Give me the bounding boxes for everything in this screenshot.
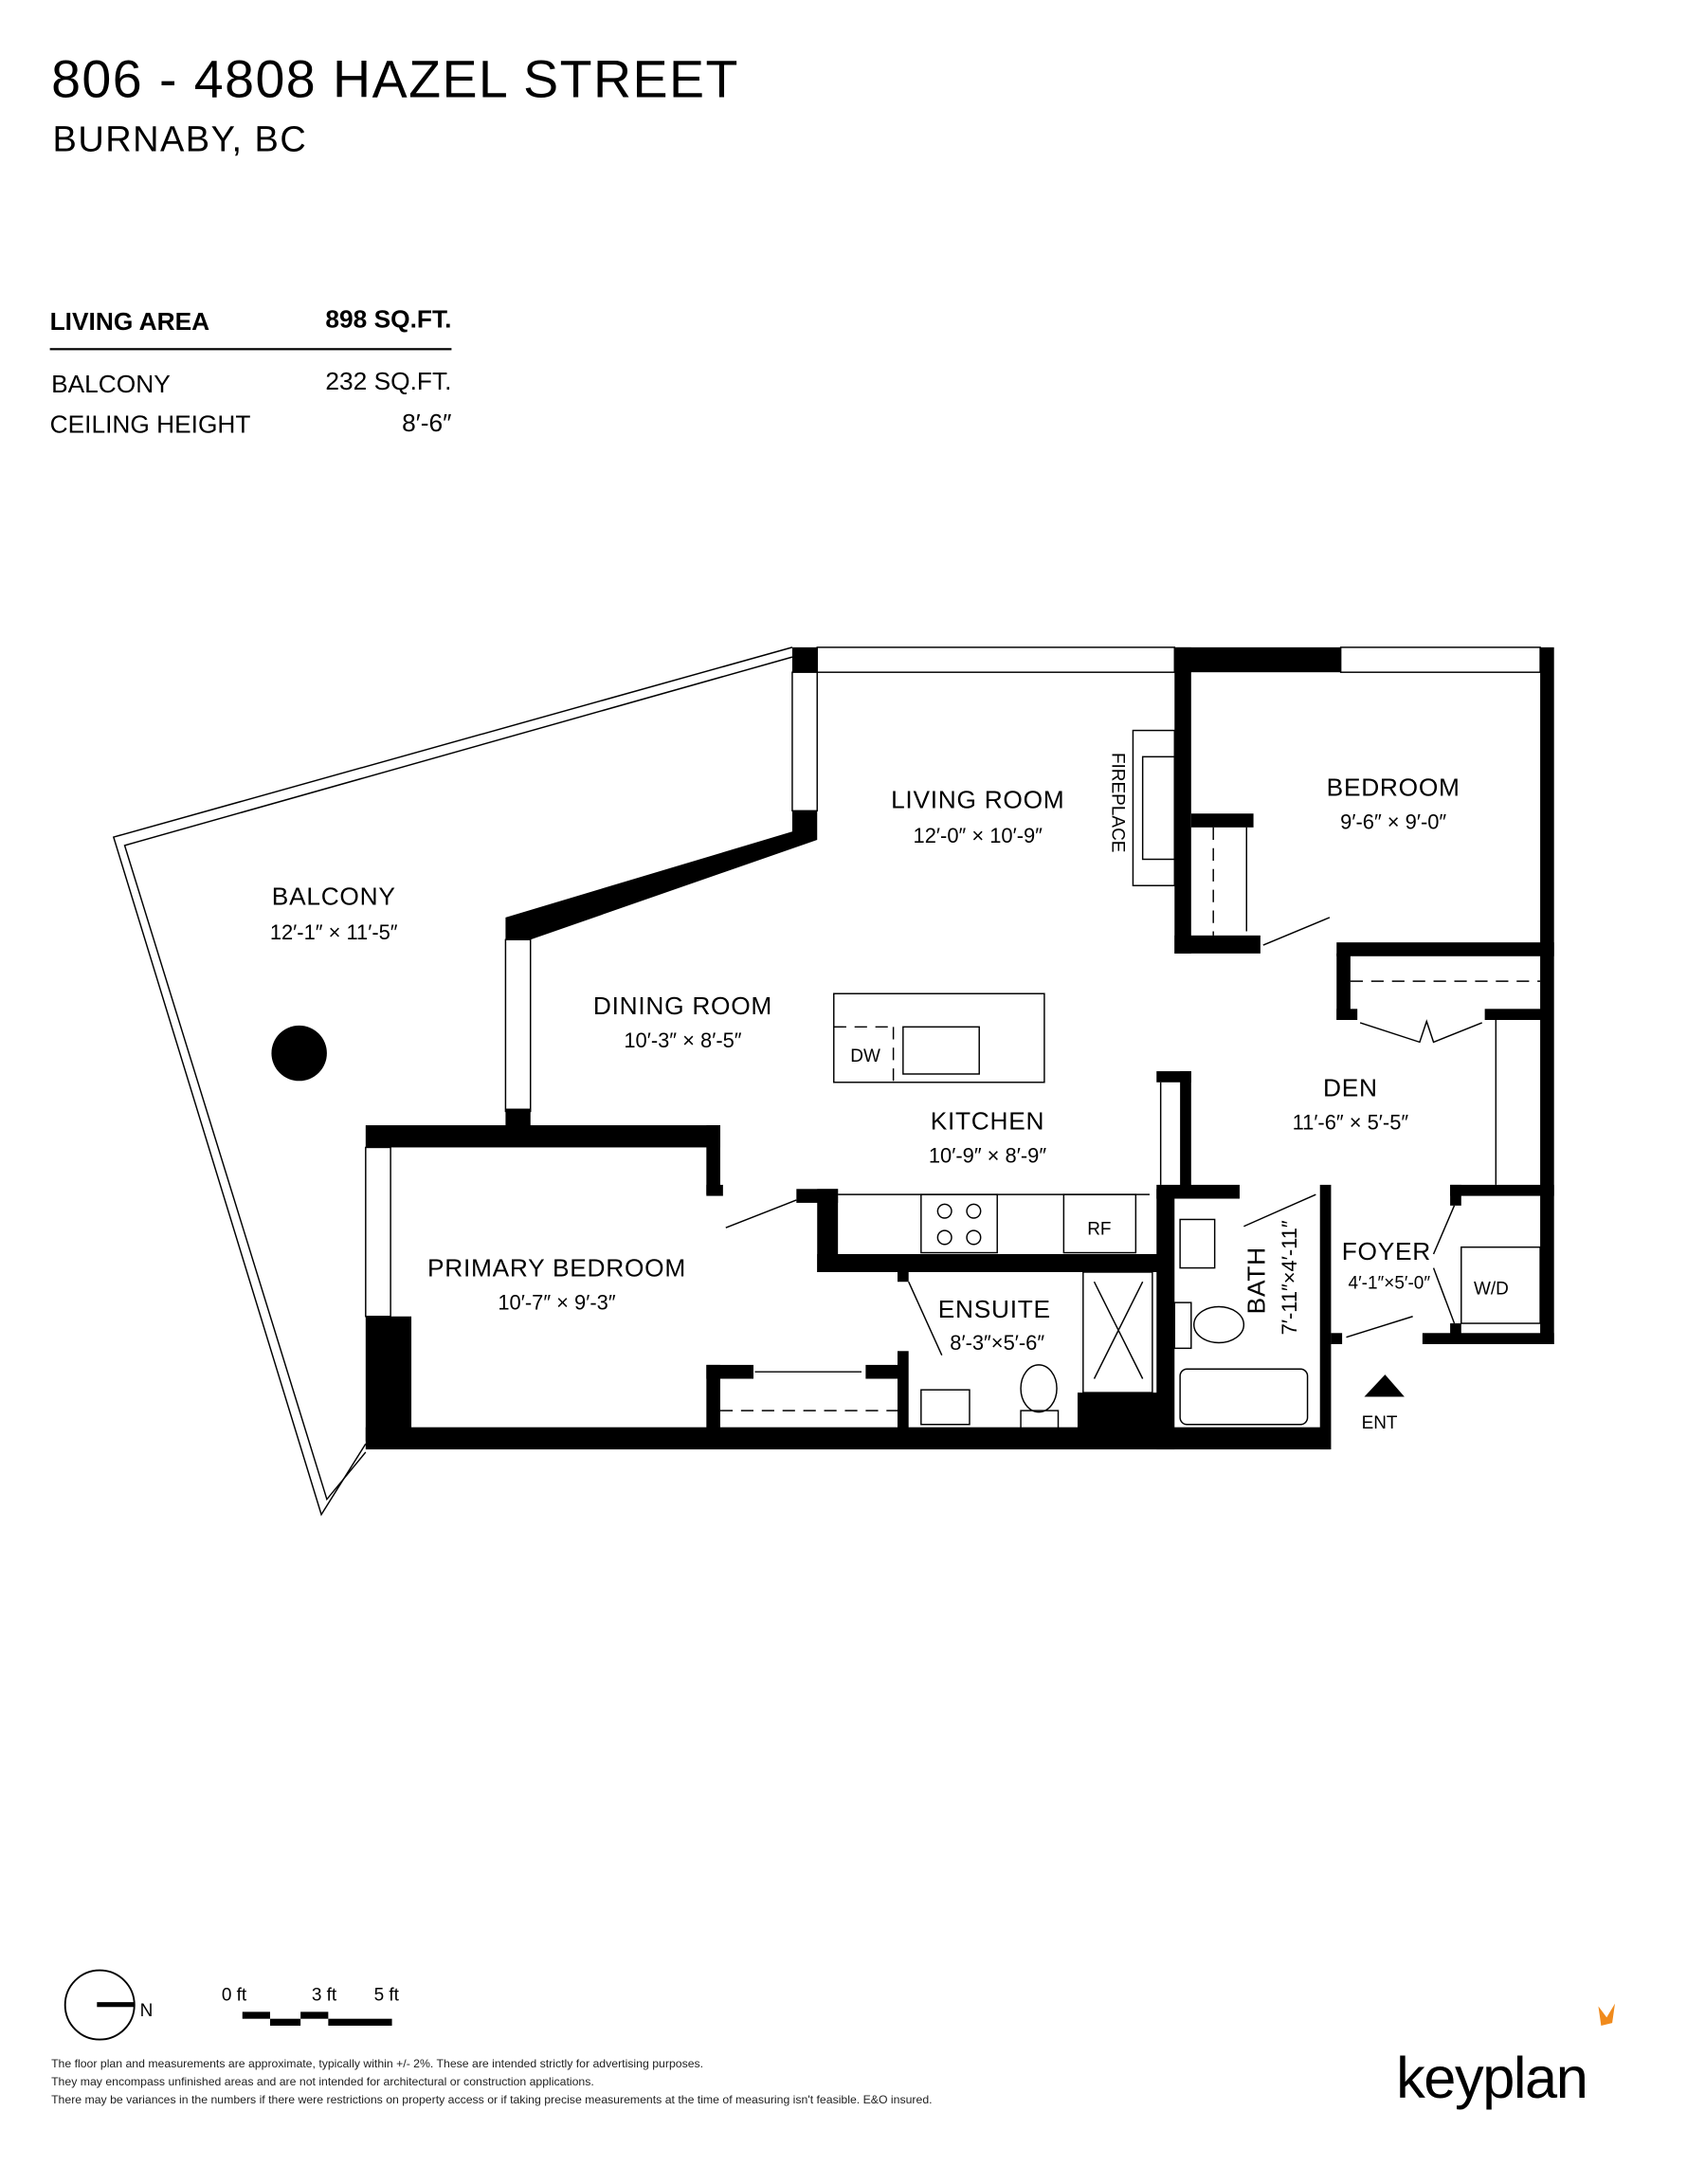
- kitchen-island: [833, 992, 1045, 1083]
- entry-label: ENT: [1362, 1413, 1398, 1433]
- stat-value: 232 SQ.FT.: [325, 367, 451, 395]
- disclaimer: The floor plan and measurements are appr…: [51, 2057, 932, 2106]
- dishwasher-label: DW: [850, 1046, 880, 1066]
- room-dims-living: 12′-0″ × 10′-9″: [914, 824, 1043, 847]
- room-dims-primary-bedroom: 10′-7″ × 9′-3″: [498, 1290, 615, 1314]
- stat-value: 8′-6″: [402, 409, 451, 437]
- disclaimer-line: There may be variances in the numbers if…: [51, 2093, 932, 2106]
- room-name-bedroom: BEDROOM: [1327, 773, 1460, 801]
- disclaimer-line: They may encompass unfinished areas and …: [51, 2075, 594, 2088]
- room-dims-den: 11′-6″ × 5′-5″: [1293, 1110, 1409, 1134]
- fridge: [1062, 1193, 1137, 1254]
- room-name-kitchen: KITCHEN: [931, 1106, 1045, 1135]
- page-title: 806 - 4808 HAZEL STREET: [51, 50, 739, 109]
- stove: [920, 1193, 998, 1254]
- scale-bar: 0 ft 3 ft 5 ft: [222, 1986, 400, 2026]
- fireplace-label: FIREPLACE: [1108, 753, 1128, 853]
- room-dims-dining: 10′-3″ × 8′-5″: [624, 1028, 741, 1052]
- stat-label: BALCONY: [51, 370, 171, 398]
- balcony-inner-outline: [123, 656, 793, 1502]
- room-dims-foyer: 4′-1″×5′-0″: [1349, 1274, 1431, 1294]
- room-dims-ensuite: 8′-3″×5′-6″: [950, 1331, 1044, 1355]
- scale-label: 0 ft: [222, 1986, 247, 2006]
- room-name-primary-bedroom: PRIMARY BEDROOM: [427, 1253, 686, 1282]
- entry-arrow-icon: [1364, 1374, 1405, 1397]
- room-dims-kitchen: 10′-9″ × 8′-9″: [929, 1144, 1046, 1168]
- column: [271, 1025, 327, 1082]
- room-name-dining: DINING ROOM: [593, 992, 772, 1020]
- room-name-living: LIVING ROOM: [891, 785, 1064, 813]
- room-name-foyer: FOYER: [1342, 1237, 1431, 1265]
- logo-text: keyplan: [1396, 2046, 1587, 2111]
- window: [504, 938, 532, 1113]
- window: [816, 646, 1176, 673]
- room-name-bath: BATH: [1242, 1247, 1270, 1314]
- room-dims-balcony: 12′-1″ × 11′-5″: [270, 920, 398, 944]
- north-label: N: [140, 2001, 154, 2021]
- balcony-outline: [112, 646, 793, 1517]
- scale-label: 5 ft: [374, 1986, 400, 2006]
- north-compass: N: [63, 1969, 154, 2041]
- room-dims-bedroom: 9′-6″ × 9′-0″: [1340, 810, 1446, 833]
- stat-value: 898 SQ.FT.: [325, 304, 451, 333]
- room-name-den: DEN: [1323, 1073, 1378, 1101]
- fireplace: [1132, 729, 1176, 886]
- window: [791, 671, 818, 812]
- room-name-balcony: BALCONY: [272, 883, 396, 911]
- scale-label: 3 ft: [312, 1986, 337, 2006]
- room-name-ensuite: ENSUITE: [938, 1295, 1051, 1323]
- floor-plan: FIREPLACE DW RF W/D ENT: [112, 646, 1554, 1517]
- disclaimer-line: The floor plan and measurements are appr…: [51, 2057, 703, 2070]
- stat-label: CEILING HEIGHT: [50, 410, 251, 438]
- window: [1339, 646, 1541, 673]
- fox-logo-icon: [1598, 2003, 1616, 2026]
- washer-dryer-label: W/D: [1474, 1279, 1509, 1299]
- stats-divider: [49, 348, 452, 351]
- window: [365, 1146, 391, 1318]
- fridge-label: RF: [1087, 1220, 1111, 1240]
- stat-label: LIVING AREA: [50, 307, 210, 336]
- keyplan-logo: keyplan: [1396, 2003, 1616, 2111]
- room-dims-bath: 7′-11″×4′-11″: [1278, 1220, 1301, 1335]
- stats-table: LIVING AREA 898 SQ.FT. BALCONY 232 SQ.FT…: [49, 304, 452, 438]
- page-subtitle: BURNABY, BC: [53, 120, 308, 160]
